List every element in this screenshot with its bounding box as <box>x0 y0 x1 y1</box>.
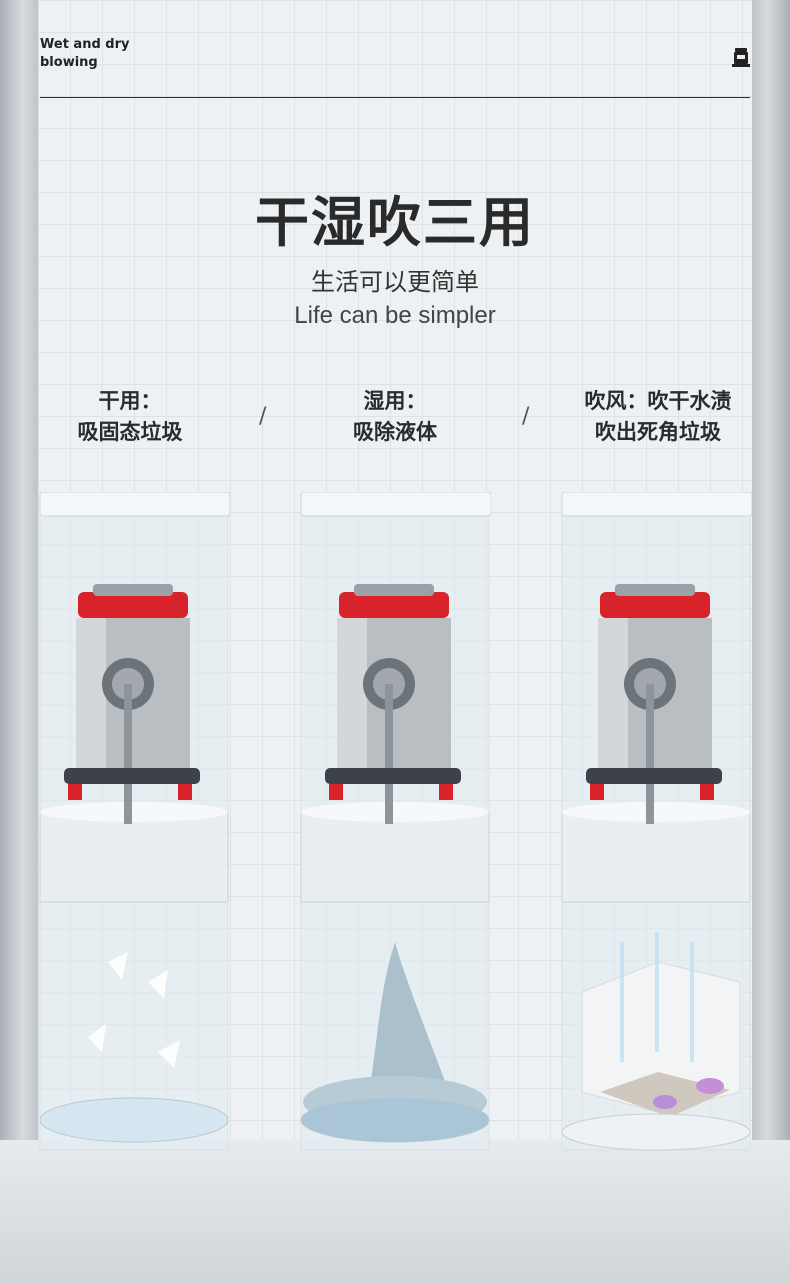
subtitle-english: Life can be simpler <box>294 302 496 329</box>
mode-dry: 干用： 吸固态垃圾 <box>40 386 220 448</box>
mode-blow-label: 吹风：吹干水渍 <box>584 389 732 413</box>
mode-wet-desc: 吸除液体 <box>353 420 437 444</box>
display-tube-blow <box>560 492 752 1162</box>
separator-1: / <box>259 404 267 429</box>
page-title: 干湿吹三用 <box>255 191 535 254</box>
brand-line-1: Wet and dry <box>40 37 130 52</box>
brand-text: Wet and dry blowing <box>40 36 150 72</box>
vacuum-dry-illustration <box>39 492 230 1151</box>
right-frame <box>752 0 790 1283</box>
left-frame <box>0 0 38 1283</box>
vacuum-blow-illustration <box>561 492 752 1151</box>
mode-dry-desc: 吸固态垃圾 <box>77 420 183 444</box>
top-divider <box>40 97 750 98</box>
display-tube-wet <box>299 492 491 1162</box>
vacuum-wet-illustration <box>300 492 491 1151</box>
floor <box>0 1140 790 1283</box>
subtitle-chinese: 生活可以更简单 <box>311 268 479 296</box>
separator-2: / <box>522 404 530 429</box>
mode-wet-label: 湿用： <box>363 389 427 413</box>
display-tube-dry <box>38 492 230 1162</box>
mode-dry-label: 干用： <box>98 389 162 413</box>
mode-blow-desc: 吹出死角垃圾 <box>595 420 721 444</box>
vacuum-logo-icon <box>732 48 750 67</box>
mode-blow: 吹风：吹干水渍 吹出死角垃圾 <box>566 386 750 448</box>
brand-line-2: blowing <box>40 55 98 70</box>
mode-wet: 湿用： 吸除液体 <box>305 386 485 448</box>
